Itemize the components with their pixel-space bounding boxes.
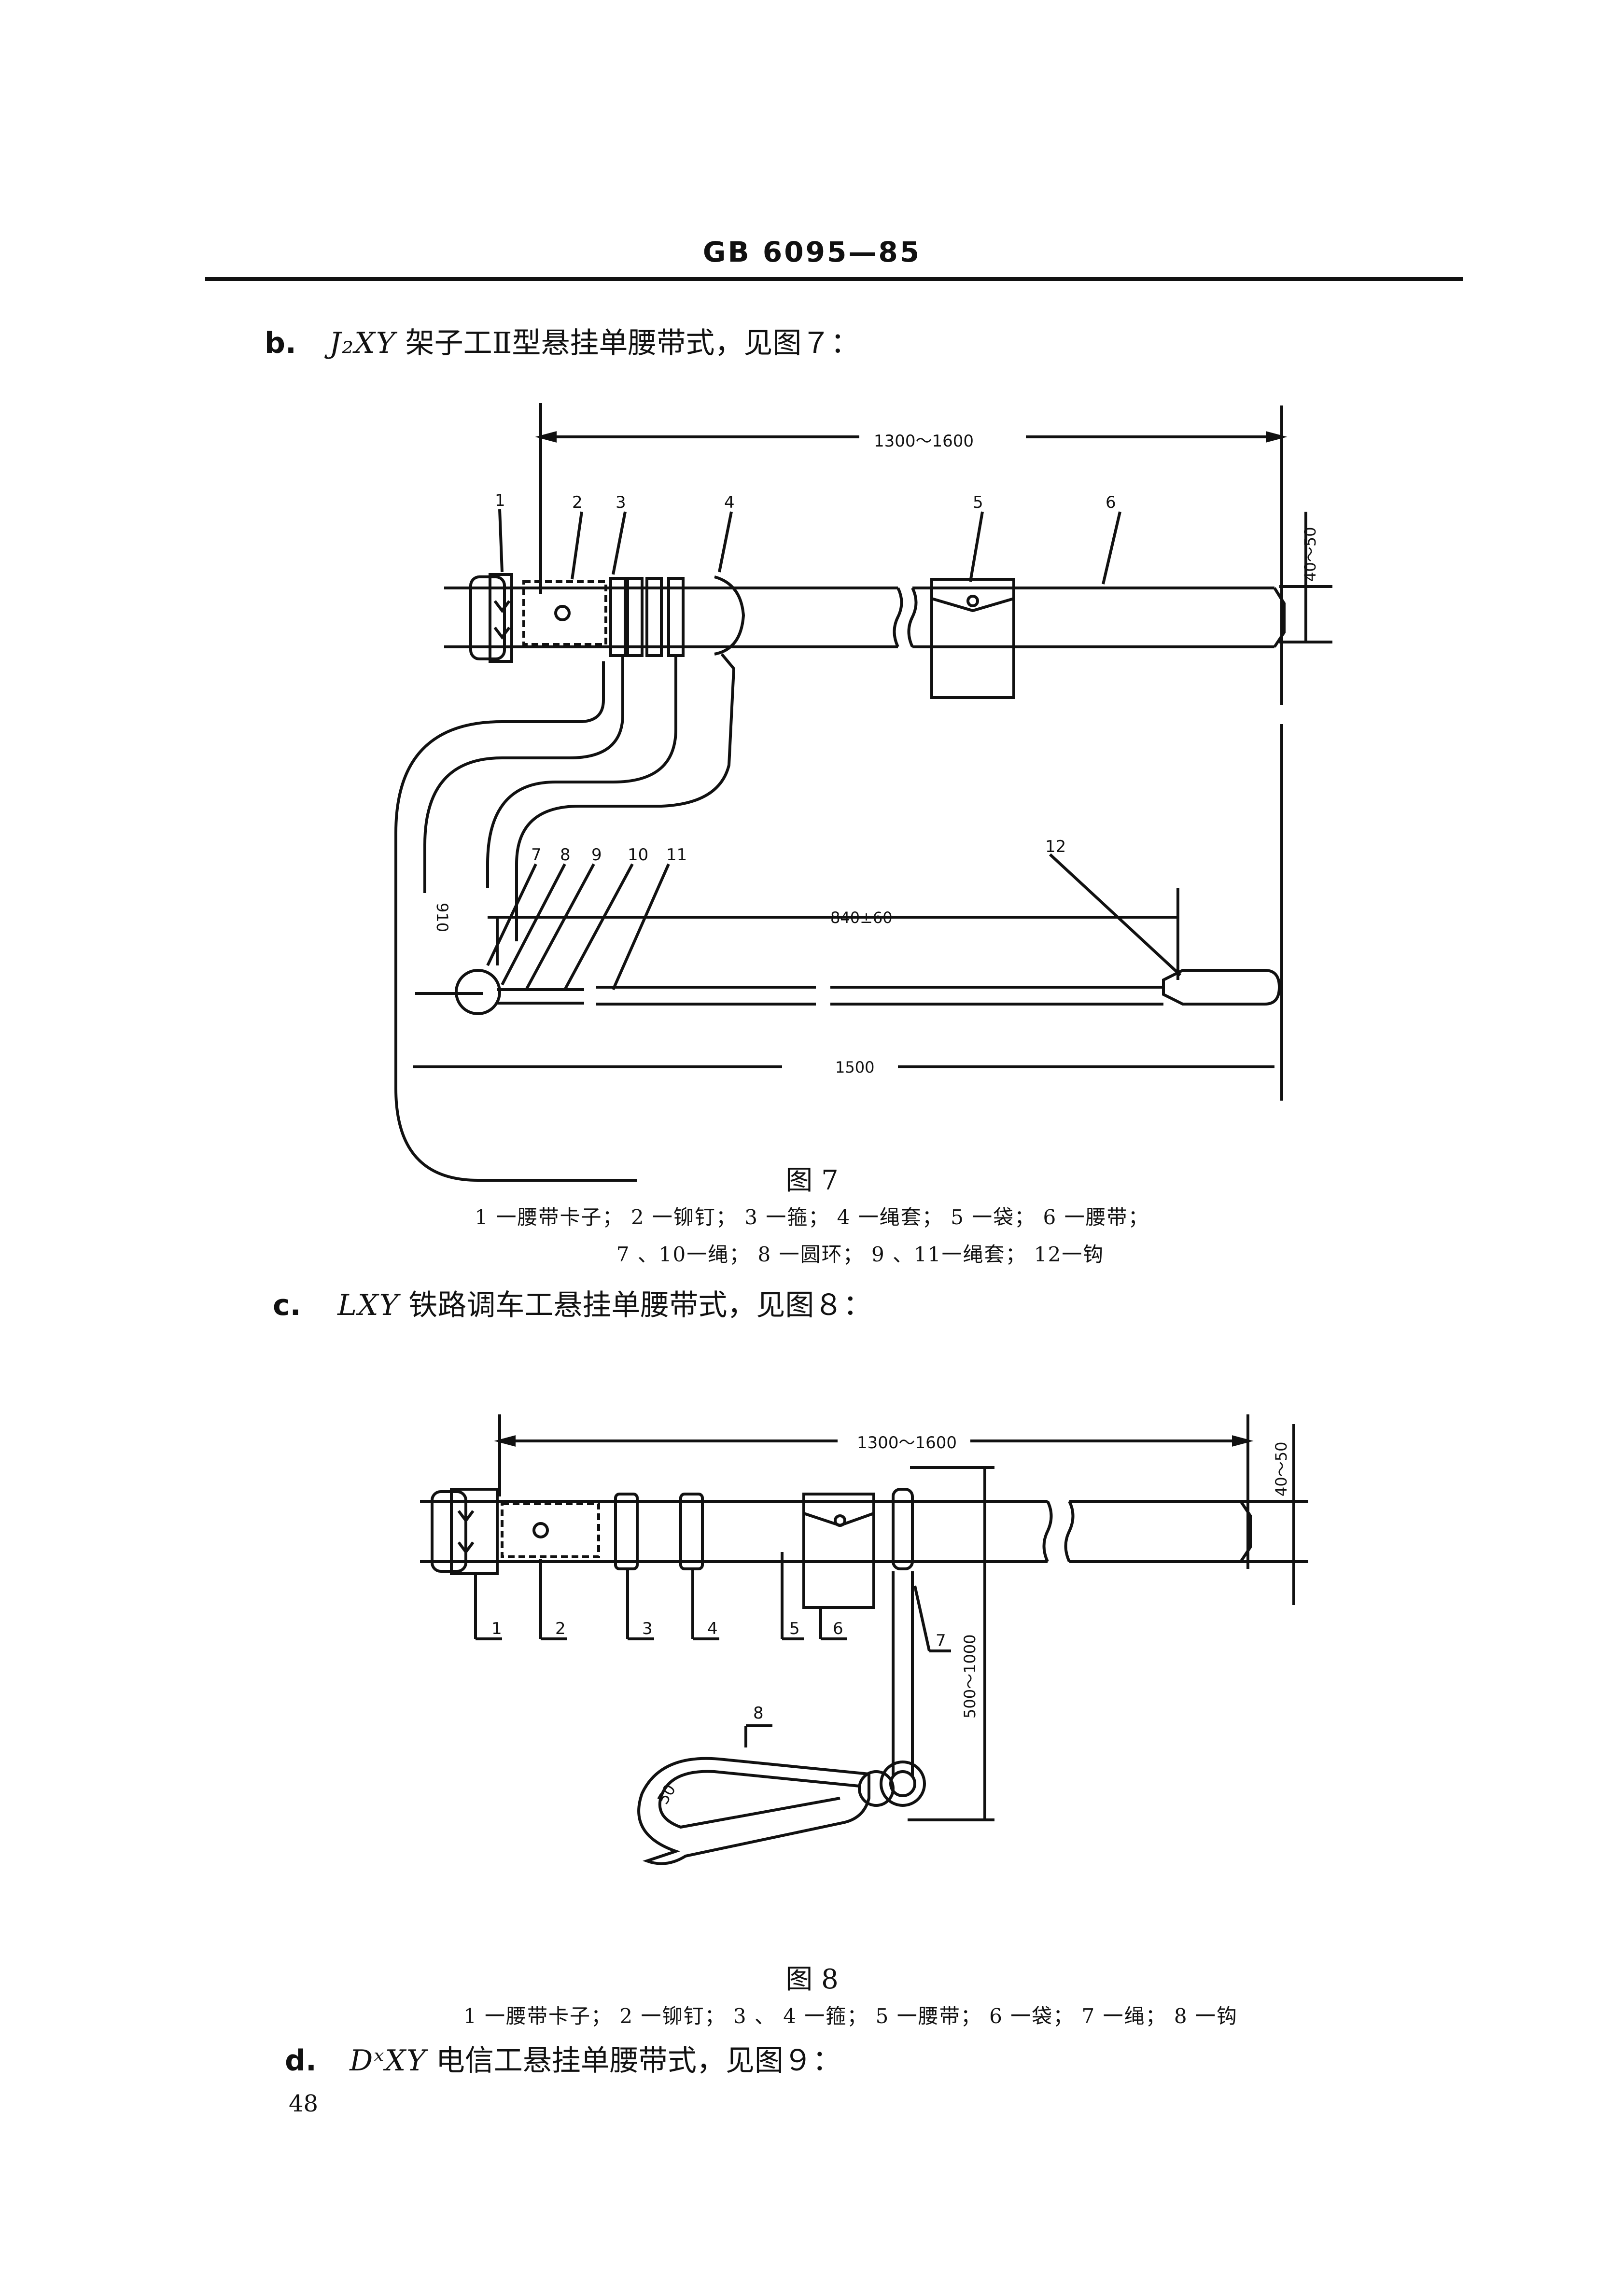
fig8-part-2: 2	[555, 1619, 566, 1638]
header-rule	[205, 277, 1463, 281]
fig7-part-4: 4	[724, 493, 735, 512]
fig7-part-6: 6	[1106, 493, 1116, 512]
fig7-part-1: 1	[495, 491, 505, 510]
standard-header: GB 6095—85	[702, 236, 922, 268]
figure-8-legend: 1 一腰带卡子； 2 一铆钉； 3 、 4 一箍； 5 一腰带； 6 一袋； 7…	[463, 2004, 1238, 2028]
section-c-label: c.	[273, 1288, 301, 1322]
page-number: 48	[289, 2090, 319, 2117]
figure-7-legend-line-1: 1 一腰带卡子； 2 一铆钉； 3 一箍； 4 一绳套； 5 一袋； 6 一腰带…	[475, 1205, 1149, 1229]
fig8-part-4: 4	[707, 1619, 718, 1638]
fig7-part-10: 10	[628, 845, 648, 865]
fig7-dim-lanyard: 840±60	[830, 908, 893, 927]
fig7-part-3: 3	[616, 493, 626, 512]
section-d-label: d.	[285, 2044, 317, 2078]
section-b-code: J₂XY	[329, 326, 396, 360]
figure-8-title: 图 8	[785, 1964, 839, 1995]
fig7-part-5: 5	[973, 493, 983, 512]
fig8-part-7: 7	[936, 1631, 946, 1650]
fig8-part-1: 1	[491, 1619, 502, 1638]
section-b-label: b.	[265, 326, 296, 360]
fig7-part-2: 2	[572, 493, 583, 512]
section-b: b. J₂XY 架子工Ⅱ型悬挂单腰带式，见图７：	[265, 320, 859, 362]
section-d-code: DˣXY	[350, 2044, 427, 2078]
fig7-dim-total: 1500	[835, 1058, 874, 1076]
fig7-part-8: 8	[560, 845, 571, 865]
fig7-dim-belt-width: 40～50	[1301, 527, 1319, 582]
section-b-text: 架子工Ⅱ型悬挂单腰带式，见图７：	[405, 326, 860, 360]
fig8-part-3: 3	[642, 1619, 653, 1638]
fig8-part-5: 5	[789, 1619, 800, 1638]
section-c-code: LXY	[337, 1288, 400, 1322]
figure-7-title: 图 7	[785, 1165, 839, 1196]
fig8-dim-belt-width: 40～50	[1272, 1442, 1290, 1496]
fig7-dim-belt-length: 1300～1600	[874, 432, 974, 451]
section-d-text: 电信工悬挂单腰带式，见图９：	[435, 2044, 841, 2078]
fig7-part-9: 9	[591, 845, 602, 865]
fig8-part-8: 8	[753, 1704, 764, 1723]
fig8-dim-hook: 50	[654, 1781, 679, 1807]
fig8-part-6: 6	[833, 1619, 843, 1638]
fig7-part-12: 12	[1045, 837, 1066, 856]
fig7-part-7: 7	[531, 845, 542, 865]
section-c: c. LXY 铁路调车工悬挂单腰带式，见图８：	[273, 1282, 872, 1324]
fig8-dim-rope: 500～1000	[961, 1634, 979, 1719]
fig7-part-11: 11	[666, 845, 687, 865]
section-d: d. DˣXY 电信工悬挂单腰带式，见图９：	[285, 2037, 841, 2079]
section-c-text: 铁路调车工悬挂单腰带式，见图８：	[408, 1288, 872, 1322]
fig8-dim-belt-length: 1300～1600	[857, 1433, 957, 1453]
figure-7-legend-line-2: 7 、10一绳； 8 一圆环； 9 、11一绳套； 12一钩	[616, 1243, 1105, 1266]
fig7-dim-drop: 910	[433, 903, 451, 932]
